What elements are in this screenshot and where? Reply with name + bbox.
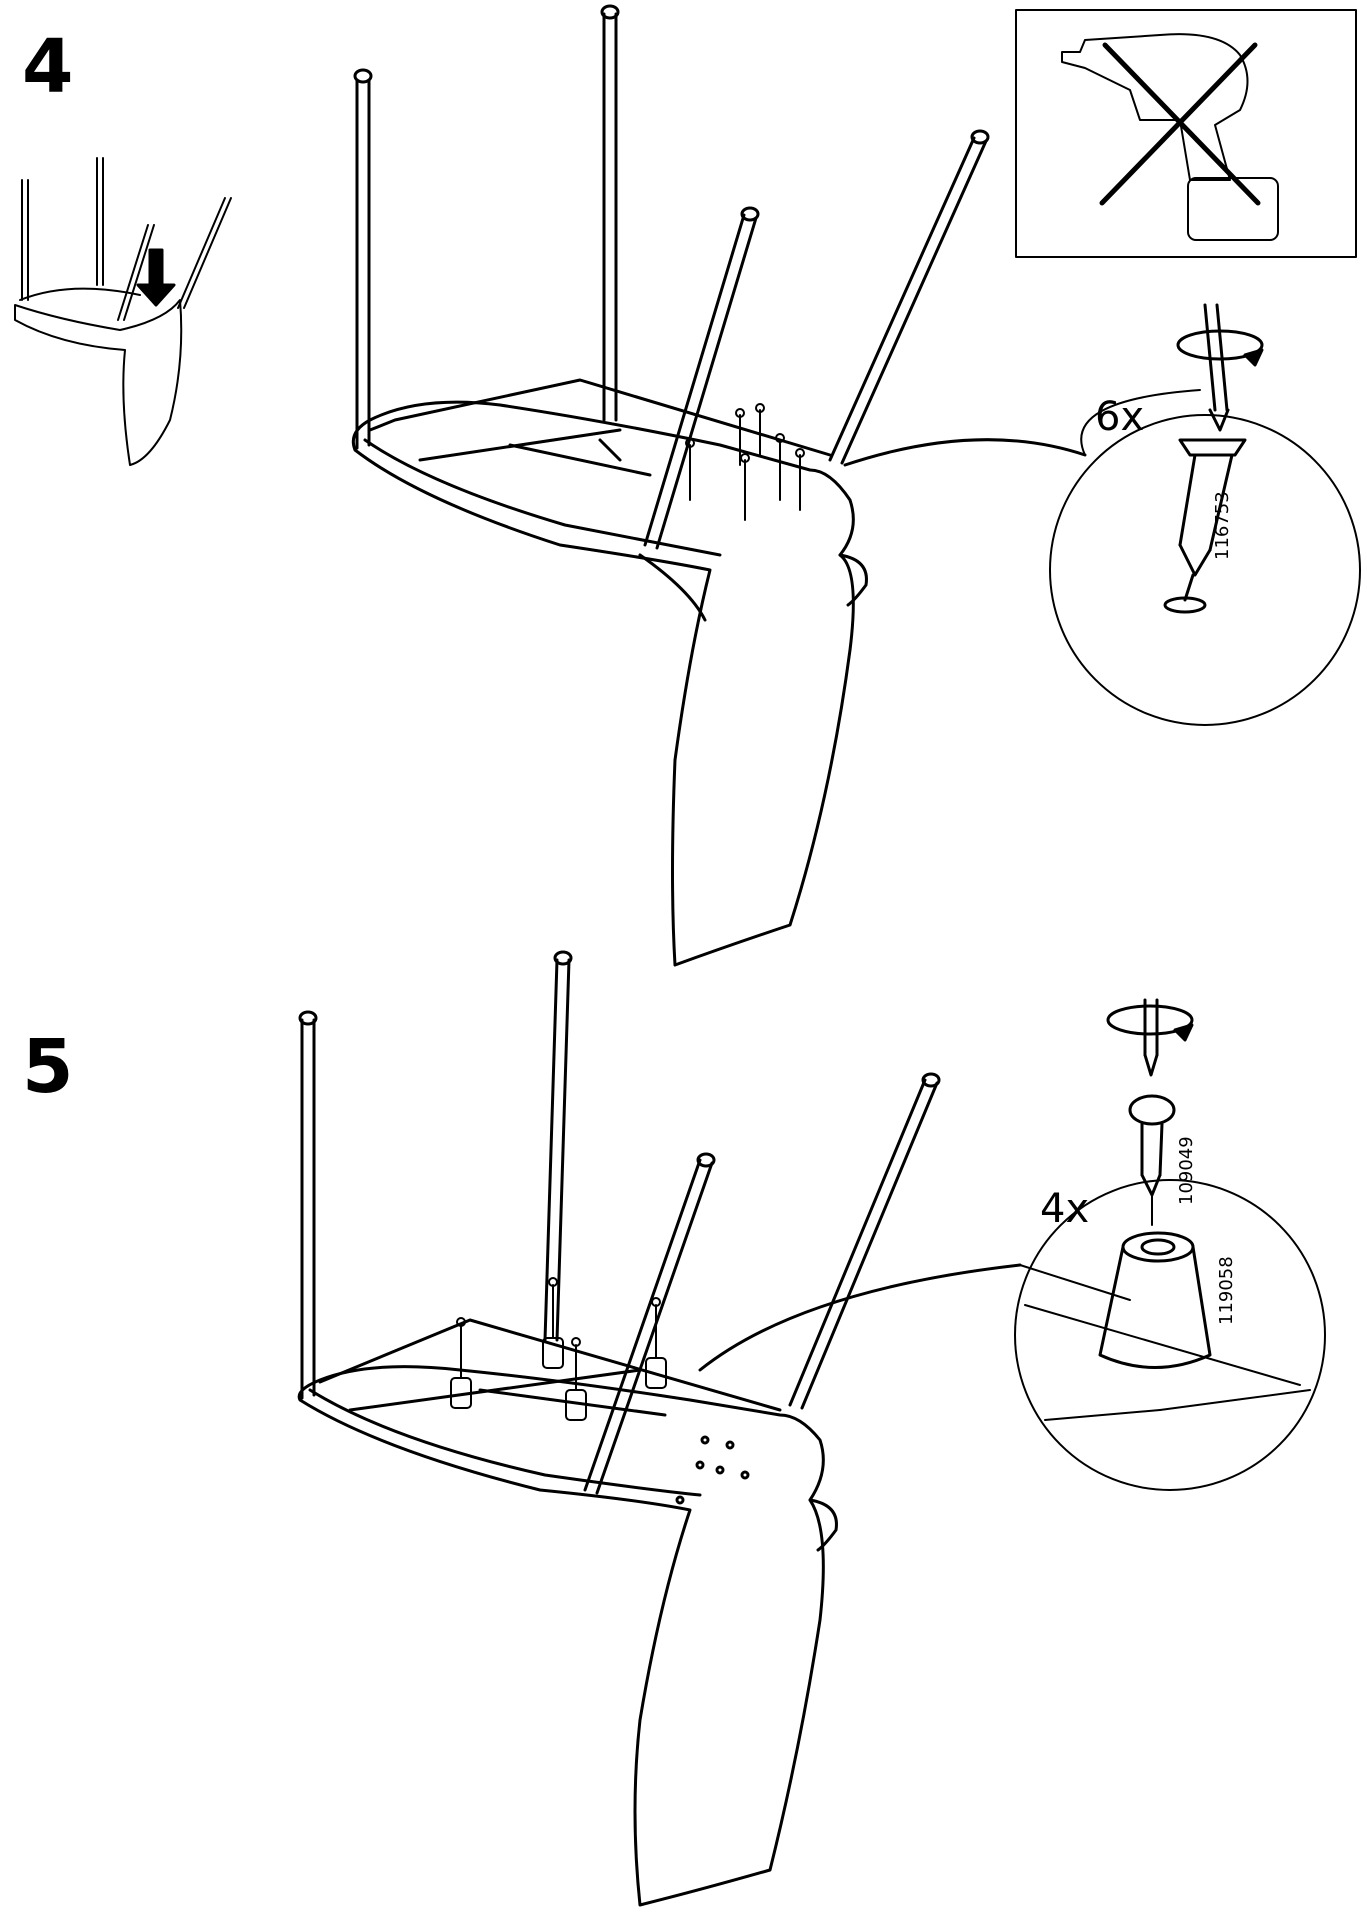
step-5-detail-callout — [1014, 1179, 1326, 1491]
step-5-callout-leader — [698, 1263, 1022, 1372]
step-5-plugs — [450, 1277, 667, 1421]
step-4-callout-leader — [843, 438, 1087, 467]
rotate-clockwise-icon — [1176, 329, 1264, 367]
step-4-chair-legs — [353, 4, 990, 550]
screwdriver-icon — [1143, 998, 1159, 1077]
step-5-plug-code: 119058 — [1216, 1256, 1237, 1325]
step-5-chair-seat — [297, 1318, 838, 1907]
step-5-chair-frame — [348, 1368, 667, 1417]
step-4-screw-116753 — [1163, 438, 1247, 614]
step-4-number: 4 — [22, 24, 74, 110]
step-5-screw-109049 — [1128, 1094, 1176, 1226]
step-4-part-code: 116753 — [1212, 491, 1233, 560]
no-power-drill-icon — [1015, 9, 1357, 258]
rotate-clockwise-icon — [1106, 1004, 1194, 1042]
step-4-chair-frame — [418, 428, 652, 477]
step-5-chair-legs — [298, 950, 941, 1495]
step-4-chair-seat — [351, 378, 868, 967]
step-4-quantity-label: 6x — [1095, 394, 1144, 440]
down-arrow-icon — [136, 248, 176, 307]
step-5-screw-code: 109049 — [1176, 1136, 1197, 1205]
step-5-plug-119058 — [1098, 1231, 1212, 1369]
step-4-screws — [685, 403, 805, 521]
step-5-number: 5 — [22, 1024, 74, 1110]
step-4-detail-callout — [1049, 389, 1361, 726]
step-4-thumbnail-chair — [14, 157, 232, 466]
screwdriver-icon — [1203, 303, 1230, 432]
step-5-quantity-label: 4x — [1040, 1186, 1089, 1232]
